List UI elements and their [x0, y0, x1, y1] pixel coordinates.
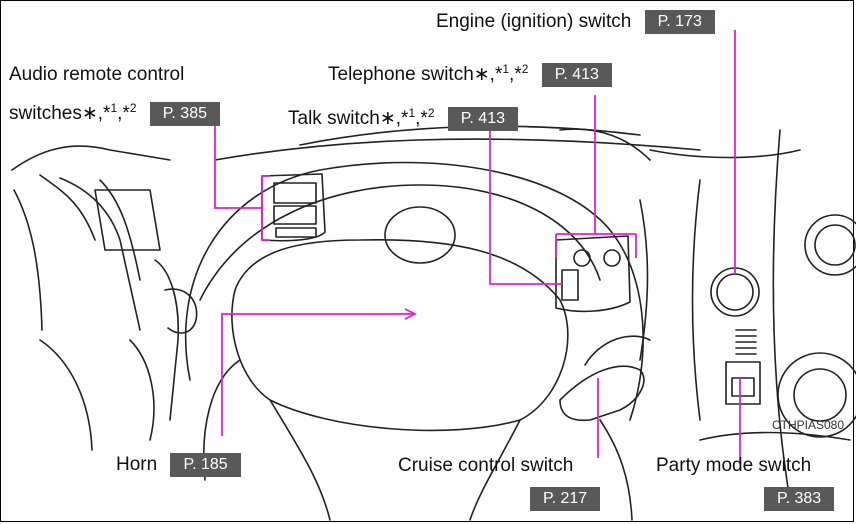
horn-page-button[interactable]: P. 185: [170, 453, 241, 477]
talk-switch-text: Talk switch: [288, 108, 380, 129]
party-switch-page-button[interactable]: P. 383: [764, 487, 835, 511]
horn-text: Horn: [116, 454, 158, 476]
talk-note-2: 2: [427, 106, 435, 120]
horn-label: Horn P. 185: [116, 453, 241, 477]
telephone-switch-label: Telephone switch∗,*1,*2 P. 413: [328, 58, 612, 87]
talk-footnote-marks: ∗,*: [379, 108, 409, 129]
audio-switch-page-button[interactable]: P. 385: [149, 101, 220, 126]
audio-note-2: 2: [129, 101, 137, 115]
talk-note-1: 1: [408, 106, 416, 120]
engine-switch-text: Engine (ignition) switch: [436, 11, 632, 33]
audio-note-1: 1: [110, 101, 118, 115]
talk-switch-label: Talk switch∗,*1,*2 P. 413: [288, 102, 518, 131]
audio-note-sep: ,*: [117, 103, 130, 124]
engine-switch-page-button[interactable]: P. 173: [644, 10, 715, 34]
engine-switch-label: Engine (ignition) switch P. 173: [436, 10, 715, 34]
telephone-note-1: 1: [502, 62, 510, 76]
audio-switch-text-line1: Audio remote control: [9, 64, 185, 85]
telephone-note-2: 2: [521, 62, 529, 76]
audio-switch-label-line1: Audio remote control: [9, 64, 184, 86]
audio-switch-text-line2: switches: [9, 103, 82, 124]
telephone-switch-text: Telephone switch: [328, 64, 474, 85]
audio-footnote-marks: ∗,*: [81, 103, 111, 124]
cruise-switch-label: Cruise control switch: [398, 455, 573, 477]
party-switch-text: Party mode switch: [656, 455, 812, 476]
audio-switch-label-line2: switches∗,*1,*2 P. 385: [9, 97, 220, 126]
image-code: CTHPIAS080: [772, 418, 845, 432]
cruise-switch-text: Cruise control switch: [398, 455, 574, 476]
cruise-switch-page-button[interactable]: P. 217: [530, 487, 601, 511]
talk-note-sep: ,*: [415, 108, 428, 129]
telephone-footnote-marks: ∗,*: [473, 64, 503, 85]
telephone-note-sep: ,*: [509, 64, 522, 85]
telephone-switch-page-button[interactable]: P. 413: [541, 62, 612, 87]
talk-switch-page-button[interactable]: P. 413: [447, 106, 518, 131]
party-switch-label: Party mode switch: [656, 455, 811, 477]
